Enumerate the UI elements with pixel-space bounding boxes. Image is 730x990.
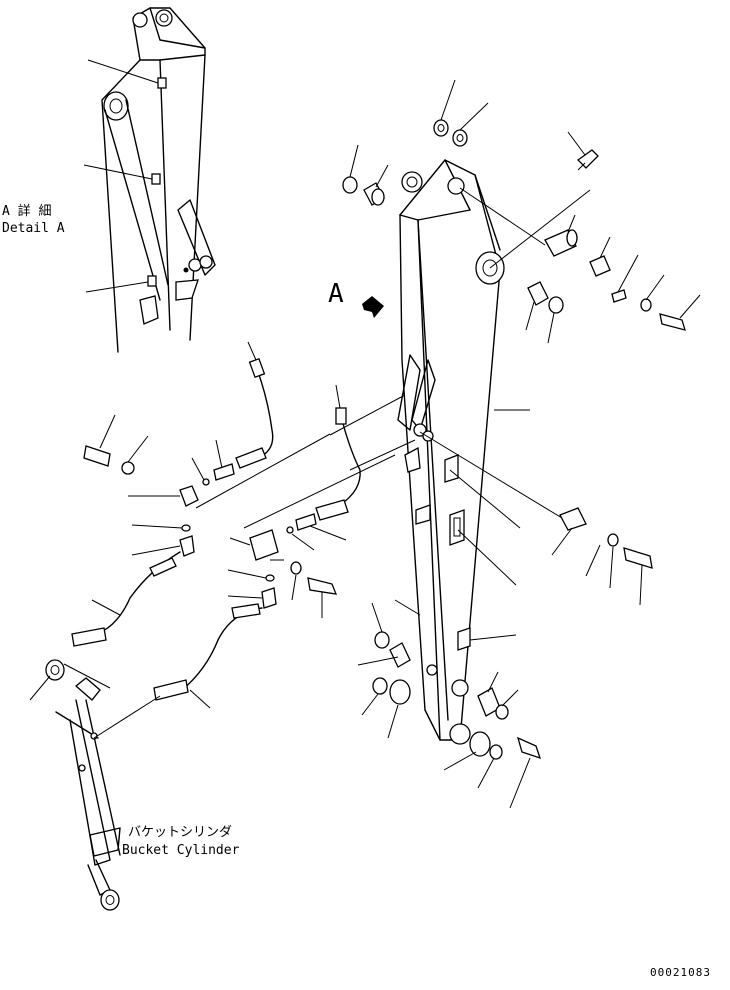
detail-a-label-en: Detail A [2,221,65,236]
bucket-cylinder-label-en: Bucket Cylinder [122,843,240,858]
view-marker-a: A [328,279,344,309]
lower-pin-parts [357,431,653,809]
hydraulic-hoses [71,341,416,709]
detail-a-arm [83,7,216,353]
bucket-cylinder [29,659,161,911]
drawing-number: 00021083 [650,966,711,979]
view-arrow-icon [362,296,384,318]
top-pin-parts [342,79,701,411]
detail-a-label-ja: A 詳 細 [2,203,51,219]
bucket-cylinder-label-ja: バケットシリンダ [128,825,232,840]
main-arm [397,159,505,745]
